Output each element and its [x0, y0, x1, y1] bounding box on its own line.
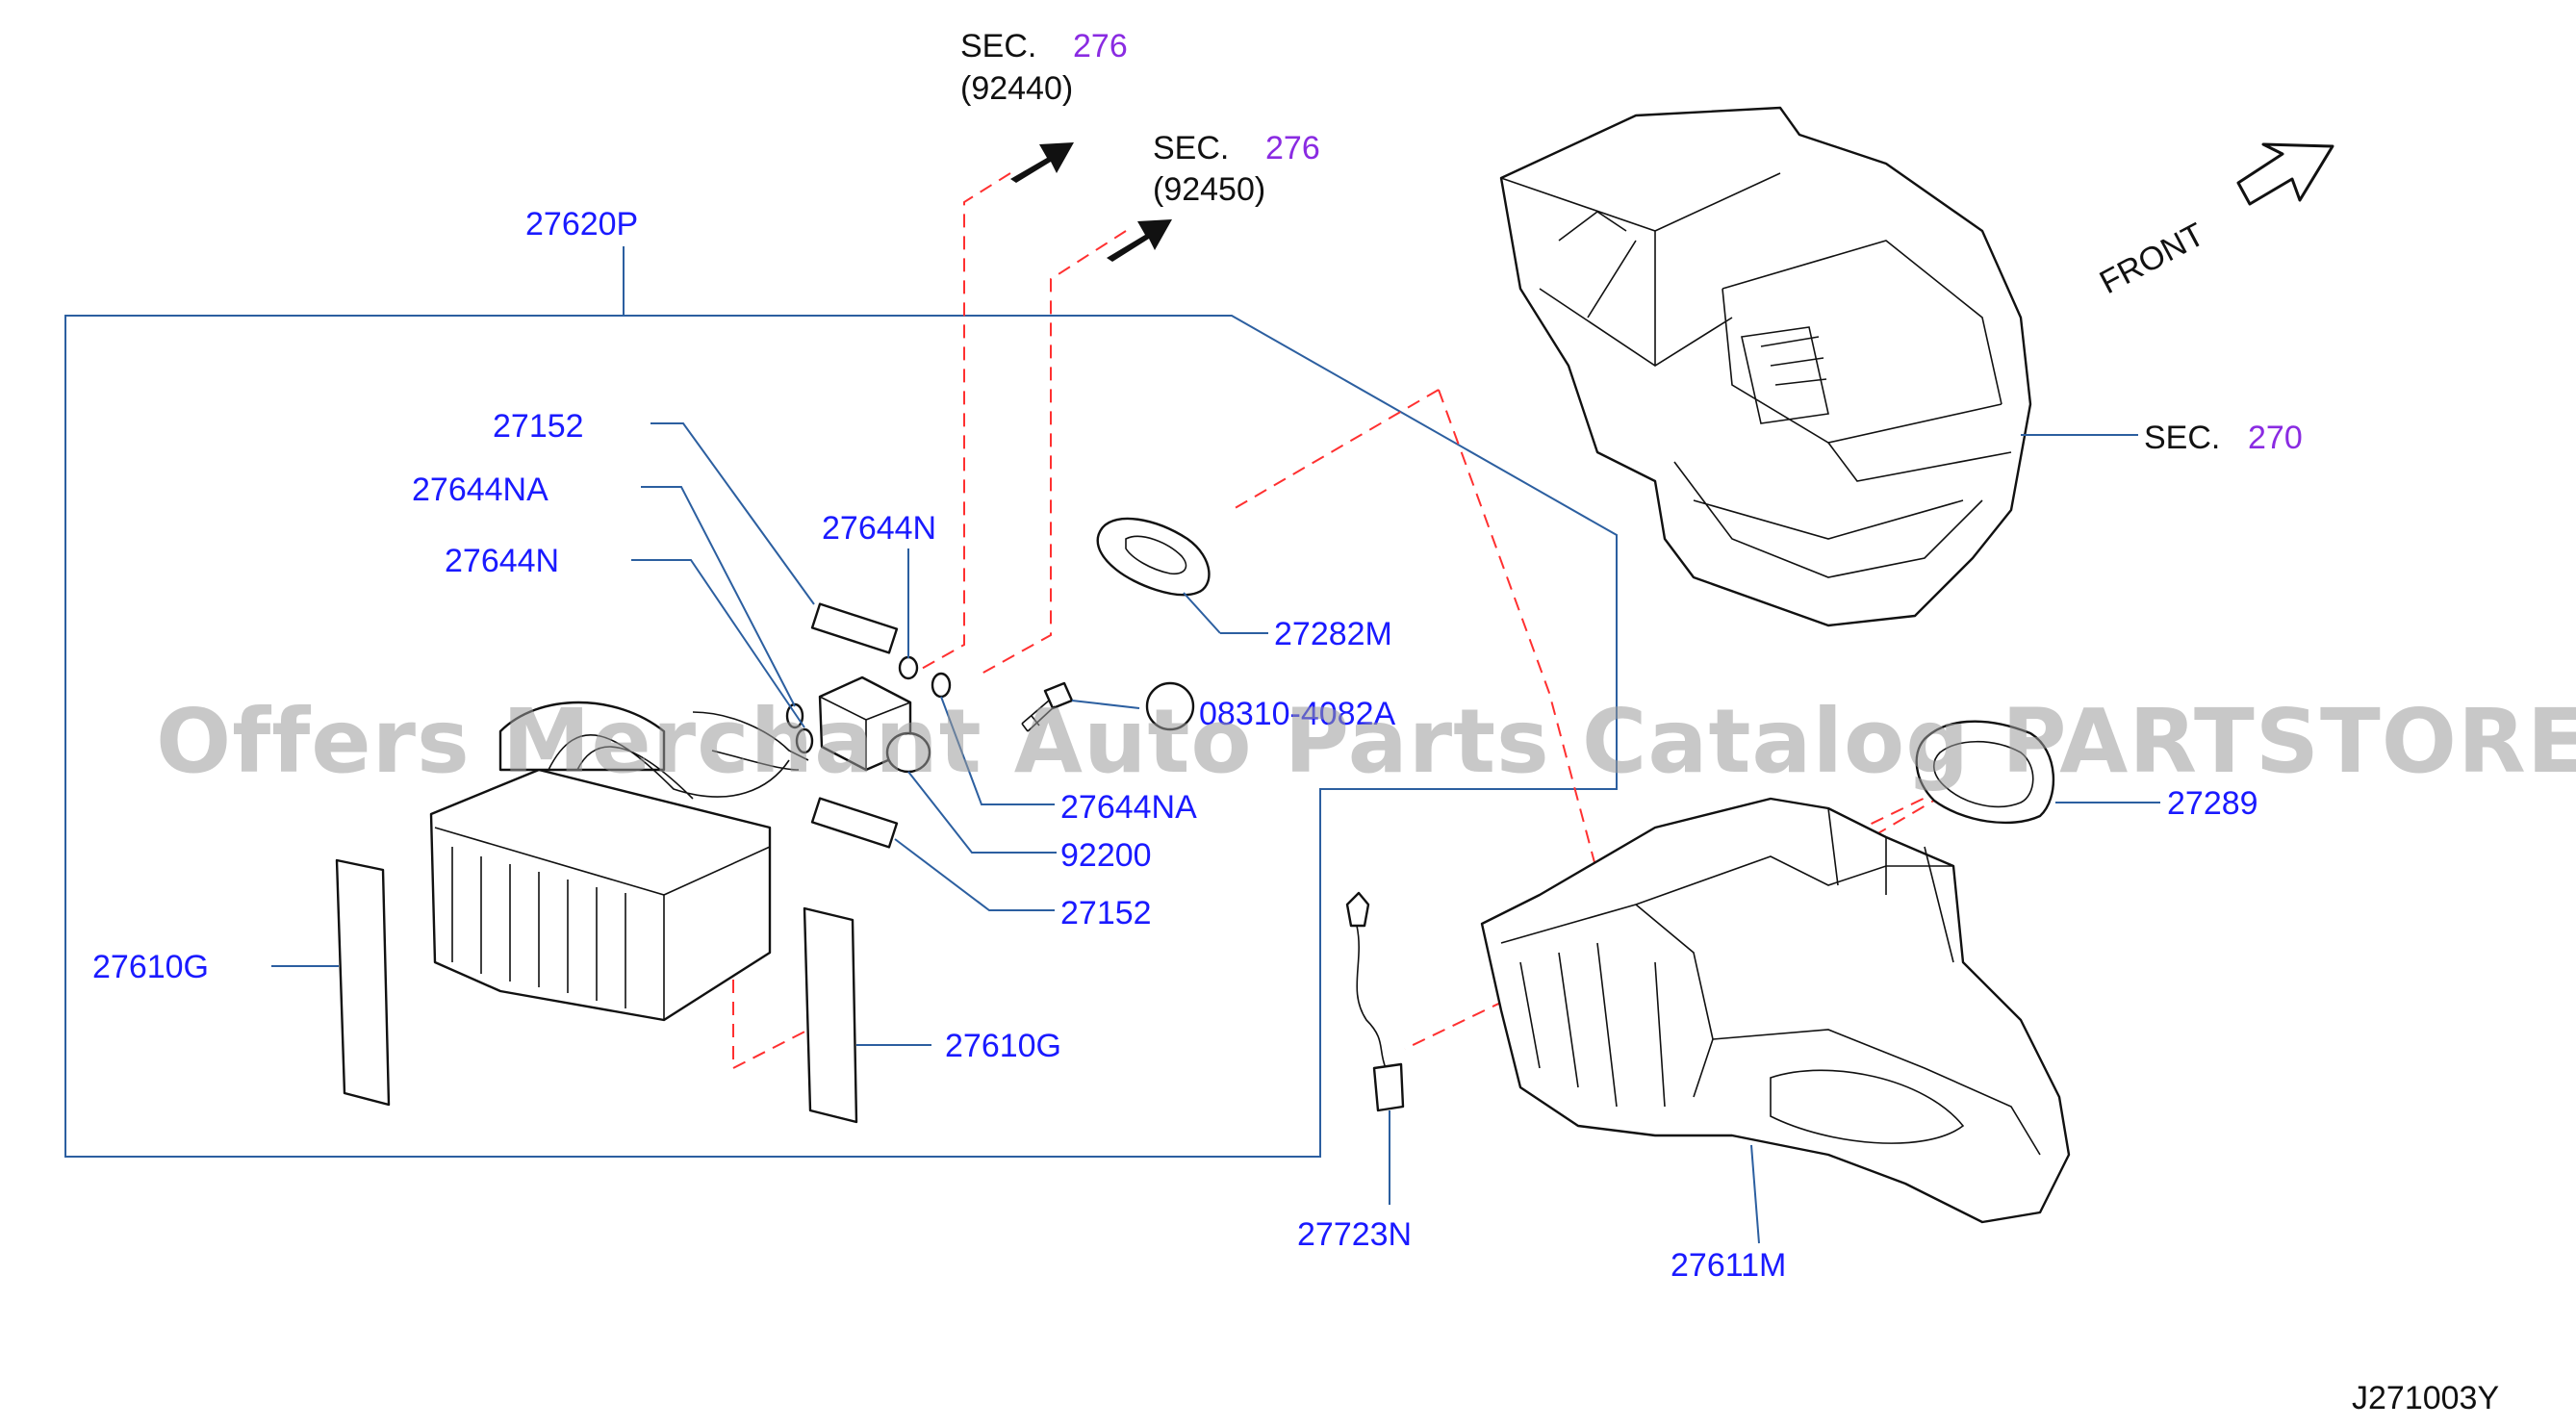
sec-number: 270 — [2248, 420, 2303, 456]
label-27644NA-top: 27644NA — [412, 472, 548, 508]
label-27282M: 27282M — [1274, 616, 1392, 652]
label-27289: 27289 — [2167, 785, 2258, 822]
panel-27610G-right — [803, 906, 858, 1124]
arrow-to-sec276-92450 — [1107, 219, 1172, 262]
leader-27152-bot — [894, 838, 1055, 911]
harness-27723N — [1345, 891, 1405, 1112]
sec270-ref: SEC. 270 — [2144, 420, 2303, 456]
evaporator-core — [429, 701, 809, 1022]
arrow-to-sec276-92440 — [1010, 142, 1074, 183]
sec-code: (92450) — [1153, 171, 1265, 208]
lower-case-27611M — [1480, 797, 2071, 1224]
leader-27611M — [1750, 1144, 1760, 1244]
label-27610G-left: 27610G — [92, 949, 209, 985]
sec-prefix: SEC. — [1153, 130, 1229, 166]
sec-number: 276 — [1265, 130, 1320, 166]
sec-code: (92440) — [960, 70, 1073, 107]
leader-27282M — [1183, 592, 1221, 634]
drawing-code: J271003Y — [2352, 1380, 2499, 1416]
sec-number: 276 — [1073, 28, 1128, 64]
panel-27610G-left — [335, 858, 391, 1107]
pad-27152-top — [810, 602, 899, 654]
label-27152-bot: 27152 — [1060, 895, 1152, 931]
assembly-frame — [64, 315, 1618, 1158]
screw-08310-4082A — [1021, 681, 1195, 732]
label-27620P: 27620P — [525, 206, 638, 242]
leader-27644N-left — [631, 559, 805, 728]
o-ring-27644N — [898, 655, 919, 680]
watermark-text: Offers Merchant Auto Parts Catalog PARTS… — [156, 690, 2576, 793]
label-08310-4082A: 08310-4082A — [1199, 696, 1396, 732]
label-27152-top: 27152 — [493, 408, 584, 445]
seal-27282M — [1096, 517, 1211, 597]
o-ring-27644N-left — [795, 727, 814, 754]
label-27610G-right: 27610G — [945, 1028, 1061, 1064]
pad-27152-bottom — [810, 797, 899, 849]
sec-prefix: SEC. — [2144, 420, 2220, 456]
leader-27644NA-bot — [940, 696, 1055, 805]
leader-27152-top — [650, 422, 815, 605]
sec-prefix: SEC. — [960, 28, 1036, 64]
label-27644N-left: 27644N — [445, 543, 559, 579]
seal-27289 — [1915, 720, 2055, 825]
label-27611M: 27611M — [1671, 1247, 1786, 1284]
leader-27644NA-top — [641, 486, 796, 707]
front-label: FRONT — [2094, 217, 2210, 302]
sec276-92450-ref: SEC. 276 (92450) — [1153, 130, 1320, 208]
leader-08310 — [1071, 700, 1140, 709]
blower-unit-sec270 — [1499, 106, 2032, 627]
expansion-valve-92200 — [818, 676, 931, 774]
label-92200: 92200 — [1060, 837, 1152, 874]
label-27644NA-bot: 27644NA — [1060, 789, 1197, 826]
leader-92200 — [907, 771, 1057, 854]
front-arrow-icon — [2236, 142, 2334, 206]
sec276-92440-ref: SEC. 276 (92440) — [960, 28, 1128, 107]
label-27723N: 27723N — [1297, 1216, 1412, 1253]
label-27644N-mid: 27644N — [822, 510, 936, 547]
